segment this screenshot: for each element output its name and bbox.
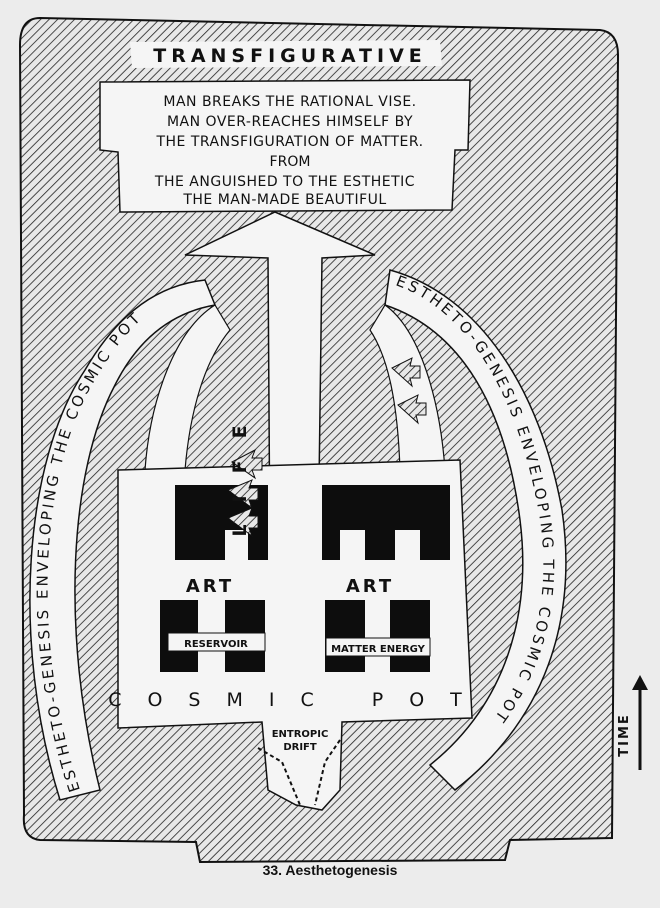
life-arrow [184,211,376,561]
banner-line-1: MAN BREAKS THE RATIONAL VISE. [163,94,416,110]
black-band-left [175,485,268,560]
small-arrow-left-2 [227,479,259,510]
matter-energy-label: MATTER ENERGY [331,644,426,655]
header-band [130,40,442,68]
time-label: TIME [617,713,632,757]
life-label: LIFE [229,403,251,536]
banner-line-2: MAN OVER-REACHES HIMSELF BY [167,114,413,130]
reservoir-plate [167,632,266,652]
entropic-label-2: DRIFT [283,742,317,753]
header-text: TRANSFIGURATIVE [153,45,427,67]
small-arrow-left-3 [227,507,259,538]
small-arrow-right-1 [391,357,421,388]
block-right-1 [325,600,365,672]
entropic-label-1: ENTROPIC [272,729,329,740]
banner-line-4: FROM [270,154,311,170]
small-arrow-left-1 [231,448,263,480]
right-enveloping-arc [384,269,567,791]
black-band-right [322,485,450,560]
art-left-label: ART [186,576,234,597]
matter-energy-plate [325,637,431,657]
block-right-2 [390,600,430,672]
reservoir-label: RESERVOIR [184,639,248,650]
left-enveloping-arc [29,279,217,801]
figure-caption: 33. Aesthetogenesis [262,862,398,878]
time-arrow-head [632,675,648,690]
banner-line-6: THE MAN-MADE BEAUTIFUL [182,192,386,208]
banner-line-5: THE ANGUISHED TO THE ESTHETIC [154,174,415,190]
art-right-label: ART [346,576,394,597]
banner-shape [99,79,471,213]
banner-line-3: THE TRANSFIGURATION OF MATTER. [155,134,423,150]
small-arrow-right-2 [397,394,427,425]
cosmic-pot-label: COSMIC POT [108,689,488,711]
entropic-drift-channel [257,739,341,806]
